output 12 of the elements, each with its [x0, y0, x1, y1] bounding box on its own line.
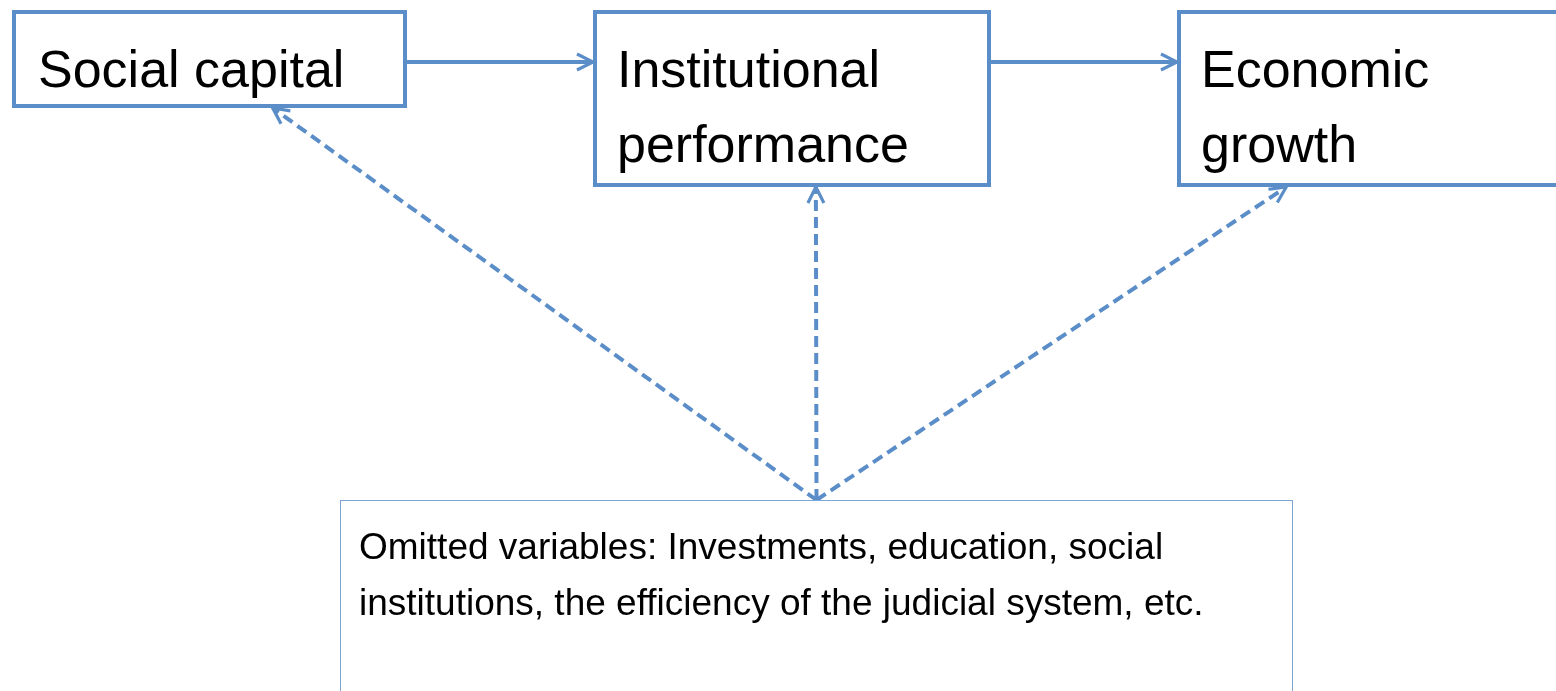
concept-box [593, 10, 991, 187]
concept-label: Economic growth [1201, 39, 1431, 176]
note-text: Omitted variables: Investments, education, social institutions, the efficiency of the judicial system, etc. [359, 525, 1205, 625]
concept-label: Social capital [38, 39, 346, 100]
dashed-arrow [815, 185, 1288, 502]
concept-label: Institutional performance [617, 39, 910, 176]
concept-box [12, 10, 407, 108]
dashed-arrow [806, 185, 826, 500]
note-box [340, 500, 1293, 691]
arrow [407, 52, 595, 72]
arrow [991, 52, 1179, 72]
concept-box [1177, 10, 1556, 187]
